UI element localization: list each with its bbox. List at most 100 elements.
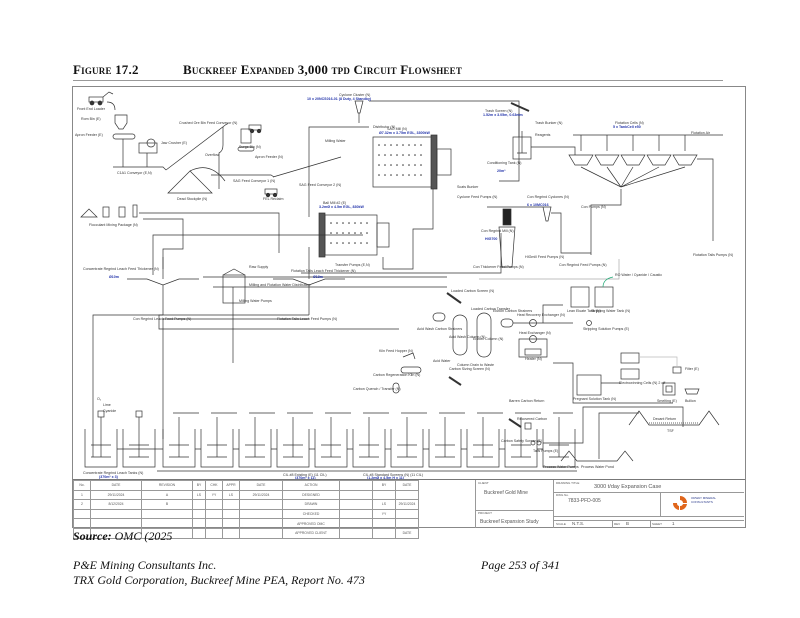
appr-cell: [372, 489, 396, 501]
fel-reclaim-icon: [264, 188, 278, 198]
appr-cell: YY: [372, 508, 396, 520]
label-flocculant-package: Flocculant Mixing Package (N): [89, 223, 138, 227]
rev-header-no: No.: [73, 480, 91, 491]
con-regrind-mill-icon: [498, 208, 516, 268]
drawing-title-block: No. DATE REVISION BY CHK APPR DATE ACTIO…: [73, 479, 745, 539]
figure-number: Figure 17.2: [73, 62, 139, 77]
flotation-cells-icon: [568, 154, 698, 166]
flotation-air-header: [573, 134, 723, 151]
bullion-icon: [684, 388, 700, 395]
label-rom-bin: Rom Bin (E): [81, 117, 101, 121]
leach-tank-1-icon: [84, 410, 118, 468]
label-raw-supply: Raw Supply: [249, 265, 269, 269]
label-carbon-quench: Carbon Quench / Transfer (N): [353, 387, 401, 391]
label-pregnant-solution-tank: Pregnant Solution Tank (N): [573, 397, 617, 401]
distributor-line: [349, 113, 369, 128]
con-regrind-feed-line: [551, 212, 591, 254]
label-cil-standard: CIL #8 Standard Screens (N) (11 CIL): [363, 473, 423, 477]
label-cil-existing: CIL #8 Existing (E) (11 CIL): [283, 473, 327, 477]
scale-value: N.T.S.: [572, 521, 585, 526]
label-front-end-loader: Front End Loader: [77, 107, 105, 111]
title-divider: [73, 80, 723, 81]
rev-cell: 2: [73, 499, 91, 510]
loaded-carbon-lines: [203, 276, 447, 288]
rev-value: B: [626, 521, 630, 526]
label-transfer-pumps: Transfer Pumps (E,N): [335, 263, 370, 267]
label-cil-existing-spec: (370m³ x 11): [295, 476, 316, 480]
drawing-title: 3000 t/day Expansion Case: [594, 484, 662, 490]
rev-cell: LS: [192, 489, 206, 501]
elution-circuit-lines: [513, 304, 573, 358]
label-lime: Lime: [103, 403, 111, 407]
cil-tanks: [162, 417, 576, 468]
label-conditioning-tank: Conditioning Tank (N): [487, 161, 522, 165]
label-cyclone-feed-pumps: Cyclone Feed Pumps (N): [457, 195, 498, 199]
appr-header-date: DATE: [239, 480, 283, 491]
label-trash-bunker: Trash Bunker (N): [535, 121, 563, 125]
label-heater: Heater (N): [525, 357, 542, 361]
label-acid-water: Acid Water: [433, 359, 451, 363]
rom-bin-icon: [114, 114, 128, 130]
surge-bin-icon: [237, 128, 255, 152]
rev-cell: 8/12/2024: [90, 499, 142, 510]
label-column-drain: Column Drain to Waste: [457, 363, 495, 367]
thickener-overflow-return: [152, 234, 363, 275]
revision-row: APPROVED OMC: [73, 518, 419, 529]
lower-separator: [479, 259, 620, 280]
carbon-safety-screen-icon: [508, 418, 522, 428]
label-flotation-tails-pumps: Flotation Tails Pumps (N): [693, 253, 734, 257]
rev-cell: 1: [73, 489, 91, 501]
revision-row: 2 8/12/2024 B DRAWN LS 29/11/2024: [73, 499, 419, 510]
sheet-value: 1: [672, 521, 675, 526]
label-dead-stockpile: Dead Stockpile (N): [177, 197, 208, 201]
project-label: PROJECT: [478, 511, 493, 515]
overflow-line: [218, 127, 224, 189]
label-cyclone-cluster-spec: 10 x 20NCS016-01 (8 Duty, 4 Standby): [307, 97, 372, 101]
client-name: Buckreef Gold Mine: [484, 490, 528, 496]
label-milling-flotation-water: Milling and Flotation Water Distribution: [249, 283, 311, 287]
label-con-regrind-mill: Con Regrind Mill (N): [481, 229, 514, 233]
label-milling-water-pumps: Milling Water Pumps: [239, 299, 272, 303]
rev-cell: LS: [222, 489, 240, 501]
drawing-number: 7833-PFD-005: [568, 498, 601, 504]
dead-stockpile-icon: [167, 170, 213, 194]
reagent-dosing-line: [602, 276, 614, 288]
page-number: Page 253 of 341: [481, 558, 560, 572]
label-heat-recovery-exchanger: Heat Recovery Exchanger (N): [517, 313, 565, 317]
drawing-title-label: DRAWING TITLE: [556, 481, 580, 485]
label-flotation-air: Flotation Air: [691, 131, 710, 135]
flocculant-package-icon: [80, 204, 138, 218]
process-water-pond-icon: [560, 450, 634, 462]
label-sag-feed-conveyor-1: SAG Feed Conveyor 1 (N): [233, 179, 276, 183]
label-barren-carbon-return: Barren Carbon Return: [509, 399, 545, 403]
appr-cell: [239, 508, 283, 520]
label-conditioning-tank-spec: 20m³: [497, 169, 506, 173]
label-conc-regrind-thickener-spec: Ø10m: [109, 275, 119, 279]
kiln-feed-hopper-icon: [402, 352, 416, 360]
label-process-water-pond: Process Water Pond: [581, 465, 614, 469]
appr-cell: [339, 527, 373, 539]
rev-cell: 29/11/2024: [90, 489, 142, 501]
appr-cell: [372, 518, 396, 529]
cyclone-feed-return-line: [369, 100, 520, 182]
label-ball-mill: Ball Mill #2 (E): [323, 201, 347, 205]
omc-logo-text: ORWAY MINERAL CONSULTANTS: [691, 496, 716, 504]
appr-cell: [239, 518, 283, 529]
rev-header-revision: REVISION: [141, 480, 193, 491]
rev-cell: [222, 508, 240, 520]
front-end-loader-icon: [88, 91, 114, 106]
appr-cell: [239, 499, 283, 510]
smelting-furnace-icon: [662, 382, 676, 396]
label-sag-mill-spec: Ø7.32m x 3.75m EGL, 3300kW: [379, 131, 430, 135]
rev-cell: A: [141, 489, 193, 501]
label-cil-standard-spec: (1.2mØ x 4.5m H x 11): [367, 476, 404, 480]
decant-return-line: [598, 412, 639, 459]
label-electrowinning-cells: Electrowinning Cells (N) 2 off: [619, 381, 666, 385]
thickener-underflow-lines: [162, 285, 310, 315]
label-flotation-tails-thickener: Flotation Tails Leach Feed Thickener (N): [291, 269, 356, 273]
appr-header-blank: [339, 480, 373, 491]
label-bullion: Bullion: [685, 399, 696, 403]
omc-logo-icon: [672, 495, 688, 511]
rev-cell: [205, 499, 223, 510]
